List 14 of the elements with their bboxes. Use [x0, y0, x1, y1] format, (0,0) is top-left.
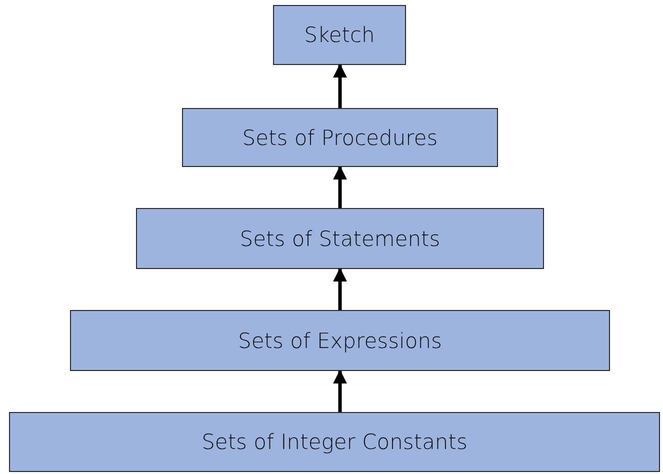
arrow: [333, 370, 347, 412]
arrow: [333, 268, 347, 310]
process-box: [136, 208, 544, 269]
box-label: Sets of Statements: [240, 226, 440, 250]
process-box: [70, 310, 610, 371]
process-box: [9, 412, 660, 472]
box-label: Sets of Expressions: [238, 328, 442, 352]
arrow: [333, 166, 347, 208]
arrow: [333, 64, 347, 108]
box-label: Sets of Integer Constants: [202, 430, 468, 454]
box-label: Sketch: [304, 23, 375, 47]
process-box: [182, 108, 498, 167]
process-box: [273, 5, 406, 65]
box-label: Sets of Procedures: [242, 126, 438, 150]
